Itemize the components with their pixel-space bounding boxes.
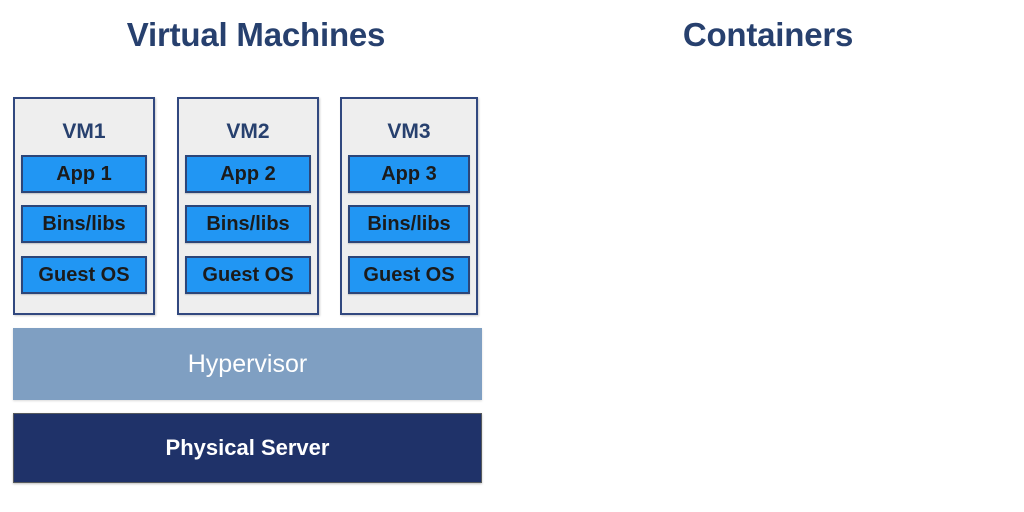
- vm-card-1-app-chip: App 1: [21, 155, 147, 193]
- vm-card-3-guest-os-chip: Guest OS: [348, 256, 470, 294]
- virtual-machines-panel: Virtual Machines VM1 App 1 Bins/libs Gue…: [13, 16, 482, 483]
- vm-card-3-bins-chip: Bins/libs: [348, 205, 470, 243]
- vm-card-2-label: VM2: [226, 120, 270, 143]
- vm-card-2-app-chip: App 2: [185, 155, 311, 193]
- vm-card-2-guest-os-chip: Guest OS: [185, 256, 311, 294]
- vm-card-3-label: VM3: [387, 120, 431, 143]
- hypervisor-layer-bar: Hypervisor: [13, 328, 482, 400]
- vm-card-1[interactable]: VM1 App 1 Bins/libs Guest OS: [13, 97, 155, 315]
- vm-card-1-bins-chip: Bins/libs: [21, 205, 147, 243]
- vm-card-1-guest-os-chip: Guest OS: [21, 256, 147, 294]
- vm-card-2-bins-chip: Bins/libs: [185, 205, 311, 243]
- virtual-machines-title: Virtual Machines: [126, 16, 386, 53]
- containers-title: Containers: [682, 16, 854, 53]
- containers-panel: Containers Container1 App 1 Bins/libs Co…: [512, 0, 1024, 512]
- vm-card-1-label: VM1: [62, 120, 106, 143]
- physical-server-layer-bar: Physical Server: [13, 413, 482, 483]
- vm-card-2[interactable]: VM2 App 2 Bins/libs Guest OS: [177, 97, 319, 315]
- vm-card-3[interactable]: VM3 App 3 Bins/libs Guest OS: [340, 97, 478, 315]
- vm-card-3-app-chip: App 3: [348, 155, 470, 193]
